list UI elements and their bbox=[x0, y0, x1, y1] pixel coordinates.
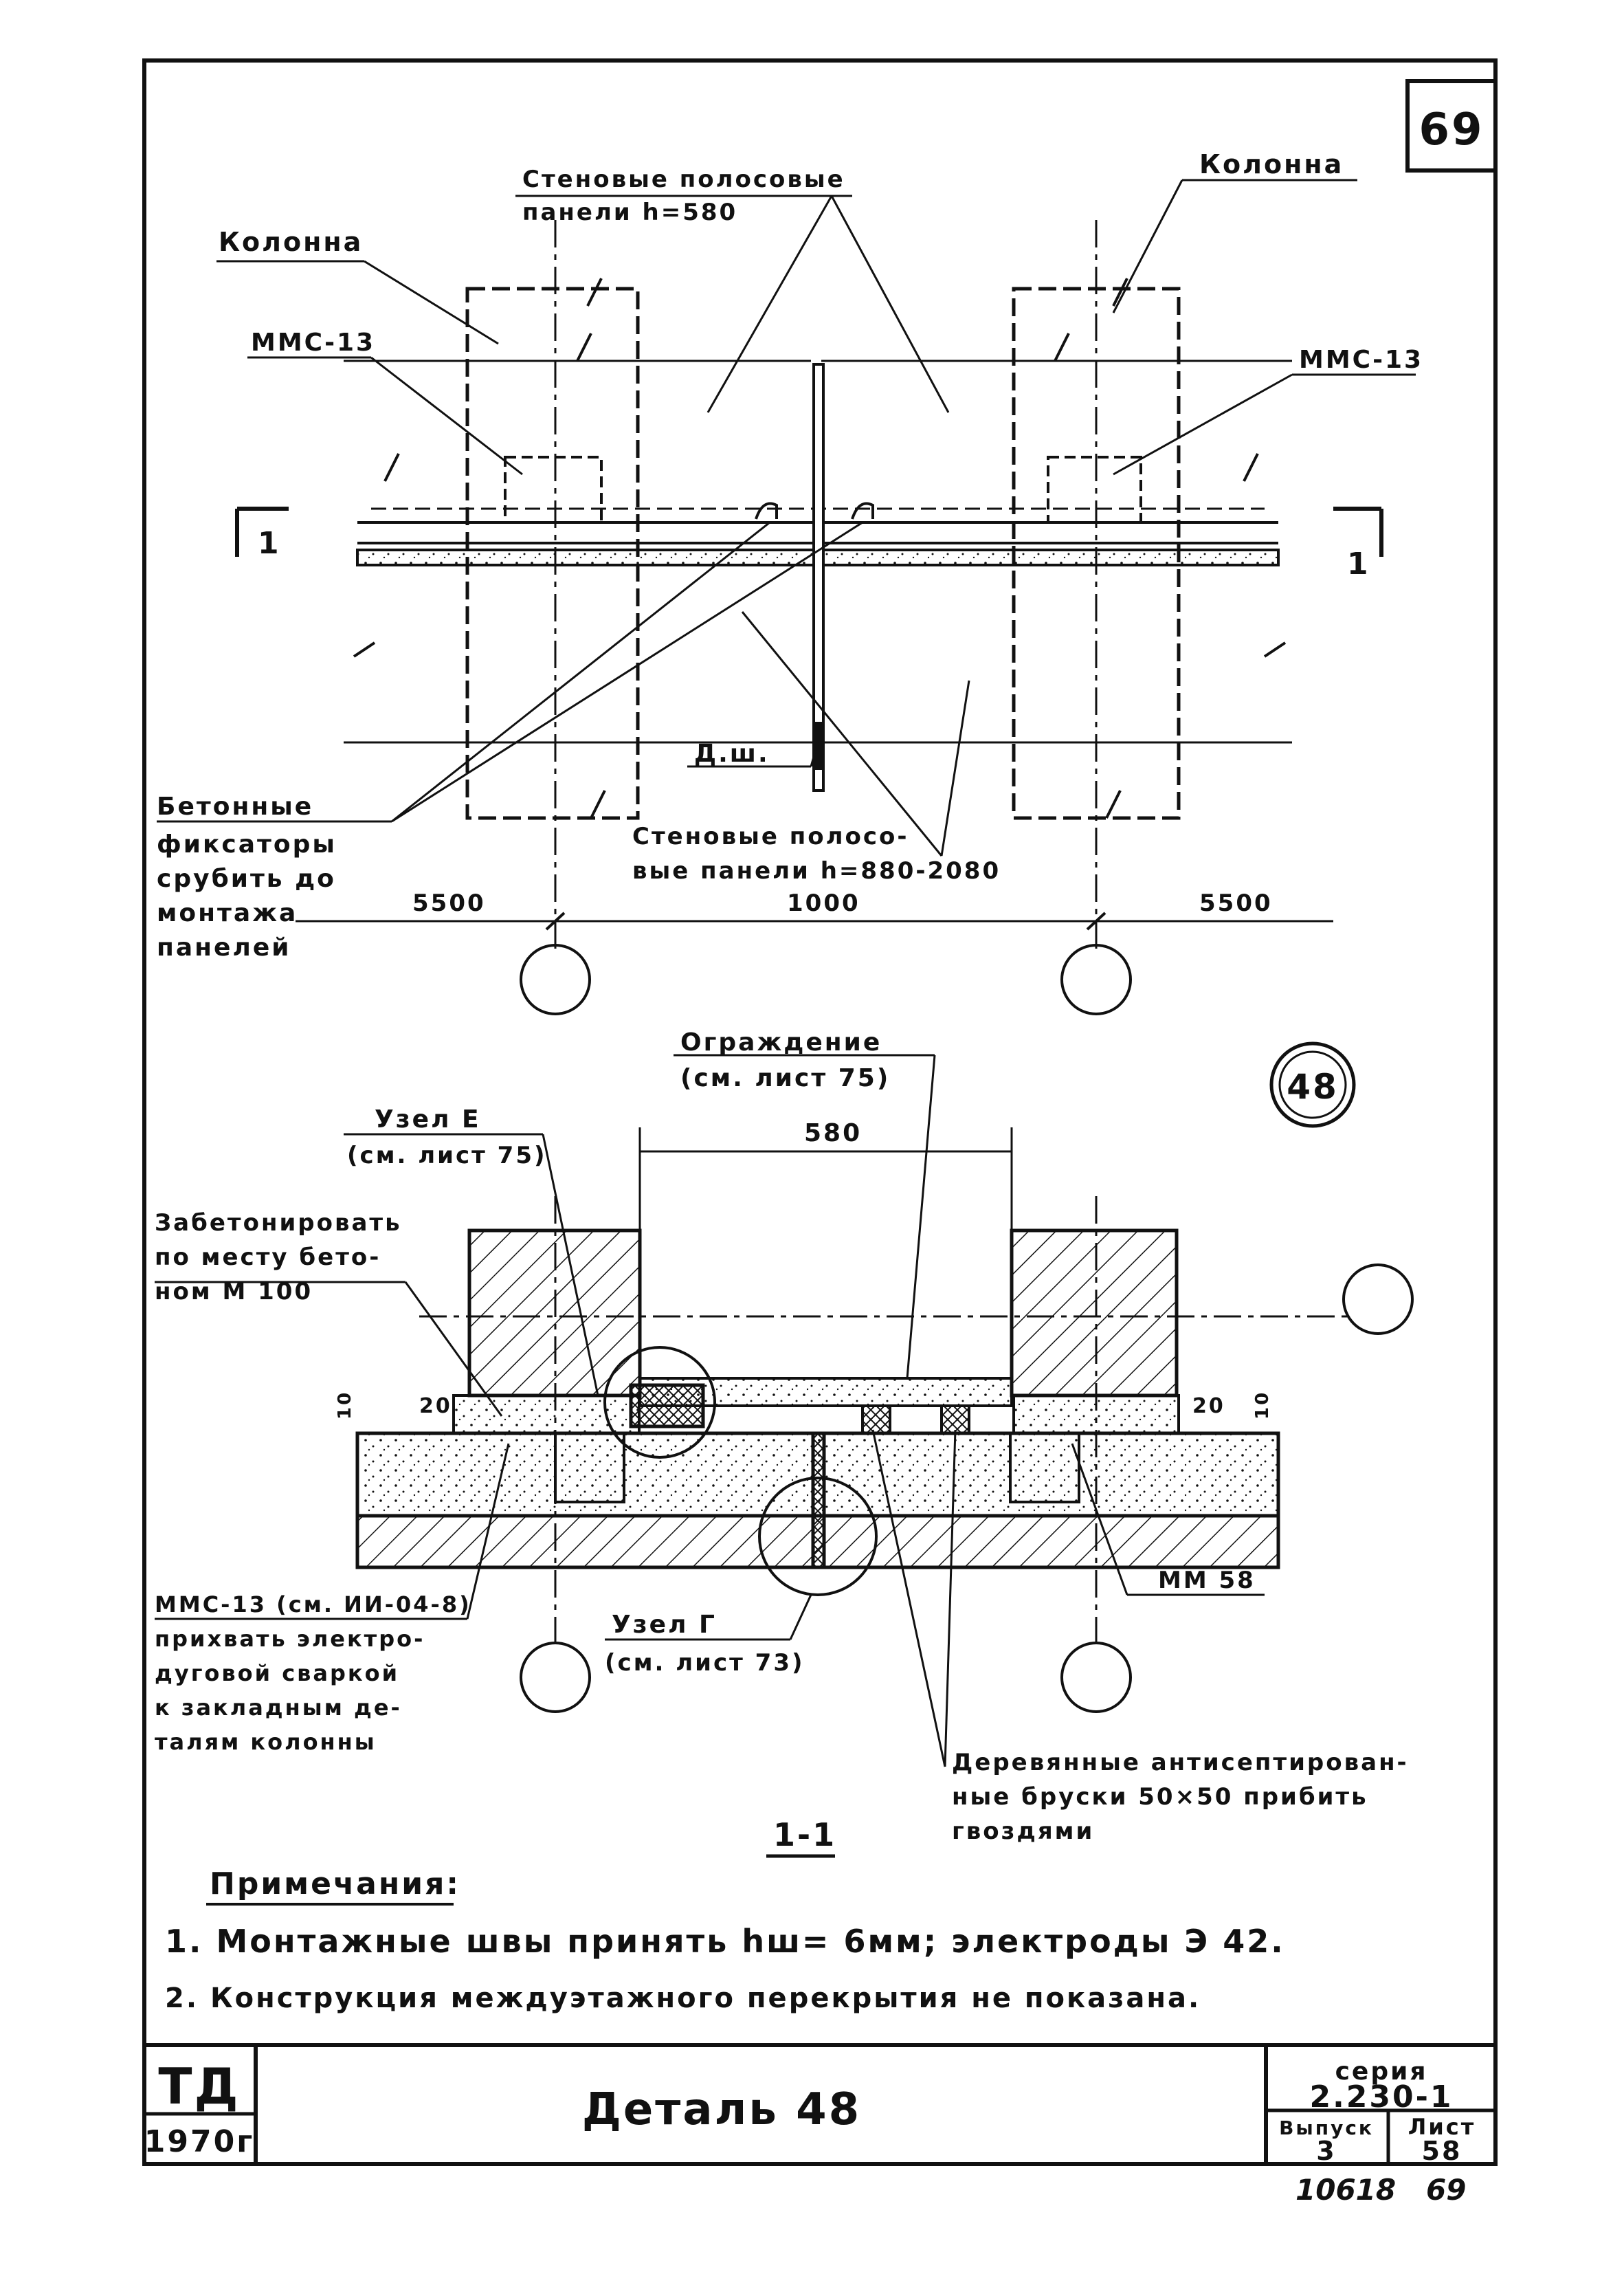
svg-text:фиксаторы: фиксаторы bbox=[157, 830, 337, 859]
dim-right: 5500 bbox=[1199, 890, 1273, 917]
label-panels-bottom-2: вые панели h=880-2080 bbox=[632, 857, 1001, 885]
svg-text:прихвать электро-: прихвать электро- bbox=[155, 1626, 425, 1652]
dim-10-left: 10 bbox=[335, 1391, 355, 1420]
dim-10-right: 10 bbox=[1252, 1391, 1273, 1420]
label-node-e-1: Узел Е bbox=[375, 1105, 481, 1134]
svg-text:срубить до: срубить до bbox=[157, 865, 336, 893]
node-g-circle bbox=[758, 1477, 878, 1596]
label-mmc-left: ММС-13 bbox=[251, 329, 375, 357]
svg-text:панелей: панелей bbox=[157, 934, 291, 962]
label-concrete-2: по месту бето- bbox=[155, 1244, 381, 1271]
section-view: 580 10 20 20 10 Ограждение (см. лист 75)… bbox=[155, 1028, 1414, 1858]
svg-text:Бетонные: Бетонные bbox=[157, 793, 313, 821]
title-block: ТД 1970г Деталь 48 серия 2.230-1 Выпуск … bbox=[144, 2043, 1495, 2166]
wood-block-1 bbox=[861, 1404, 891, 1435]
axis-bubble-bottom-left bbox=[520, 1642, 591, 1713]
section-mark-right: 1 bbox=[1347, 547, 1370, 582]
column-right bbox=[1010, 1228, 1179, 1398]
svg-text:дуговой сваркой: дуговой сваркой bbox=[155, 1660, 399, 1686]
svg-text:ММС-13 (см. ИИ-04-8): ММС-13 (см. ИИ-04-8) bbox=[155, 1591, 471, 1618]
svg-text:монтажа: монтажа bbox=[157, 899, 298, 927]
dim-left: 5500 bbox=[412, 890, 486, 917]
notes-item-2: 2. Конструкция междуэтажного перекрытия … bbox=[165, 1983, 1201, 2014]
label-node-g-1: Узел Г bbox=[612, 1611, 717, 1639]
notes-item-1: 1. Монтажные швы принять hш= 6мм; электр… bbox=[165, 1923, 1285, 1960]
label-panels-top-2: панели h=580 bbox=[522, 199, 737, 226]
section-title: 1-1 bbox=[773, 1816, 836, 1853]
detail-badge: 48 bbox=[1269, 1041, 1356, 1128]
label-mmc-note: ММС-13 (см. ИИ-04-8) прихвать электро- д… bbox=[155, 1591, 471, 1755]
axis-bubble-bottom-right bbox=[1060, 1642, 1132, 1713]
node-e-circle bbox=[603, 1346, 716, 1459]
svg-text:гвоздями: гвоздями bbox=[952, 1818, 1094, 1845]
label-mmc-right: ММС-13 bbox=[1299, 346, 1423, 374]
dim-20-left: 20 bbox=[419, 1394, 452, 1418]
section-mark-left: 1 bbox=[258, 526, 281, 561]
notes-title: Примечания: bbox=[210, 1866, 460, 1901]
svg-text:к закладным де-: к закладным де- bbox=[155, 1695, 402, 1721]
inventory-number: 10618 bbox=[1295, 2173, 1396, 2207]
drawing-title: Деталь 48 bbox=[582, 2084, 861, 2135]
dim-20-right: 20 bbox=[1192, 1394, 1225, 1418]
label-fixators: Бетонные фиксаторы срубить до монтажа па… bbox=[157, 793, 337, 962]
svg-text:ные бруски 50×50 прибить: ные бруски 50×50 прибить bbox=[952, 1783, 1368, 1811]
notes: Примечания: 1. Монтажные швы принять hш=… bbox=[165, 1866, 1285, 2014]
plan-view: 1 1 Стеновые полосовые панели h=580 Коло… bbox=[157, 149, 1423, 1128]
sheet-label: Лист bbox=[1408, 2114, 1476, 2140]
label-concrete-3: ном М 100 bbox=[155, 1278, 313, 1305]
series-label: серия bbox=[1335, 2057, 1428, 2086]
label-fence-1: Ограждение bbox=[680, 1028, 882, 1057]
axis-bubble-right bbox=[1060, 944, 1132, 1015]
sheet-number-top: 69 bbox=[1419, 104, 1484, 155]
sheet-number-box: 69 bbox=[1405, 79, 1498, 173]
label-concrete-1: Забетонировать bbox=[155, 1209, 402, 1237]
label-column-right: Колонна bbox=[1199, 149, 1344, 179]
svg-text:48: 48 bbox=[1287, 1067, 1339, 1107]
series-value: 2.230-1 bbox=[1309, 2079, 1453, 2115]
label-column-left: Колонна bbox=[219, 227, 363, 257]
svg-text:Деревянные антисептирован-: Деревянные антисептирован- bbox=[952, 1749, 1409, 1776]
label-panels-bottom-1: Стеновые полосо- bbox=[632, 823, 909, 850]
wood-block-2 bbox=[940, 1404, 970, 1435]
sheet-value: 58 bbox=[1422, 2136, 1462, 2166]
issue-value: 3 bbox=[1316, 2136, 1336, 2166]
org-mark: ТД bbox=[158, 2057, 240, 2115]
label-panels-top-1: Стеновые полосовые bbox=[522, 166, 845, 193]
label-node-g-2: (см. лист 73) bbox=[605, 1649, 805, 1677]
label-node-e-2: (см. лист 75) bbox=[347, 1142, 547, 1169]
dim-580: 580 bbox=[804, 1119, 862, 1147]
label-fence-2: (см. лист 75) bbox=[680, 1064, 890, 1092]
issue-label: Выпуск bbox=[1279, 2117, 1374, 2139]
axis-bubble-left bbox=[520, 944, 591, 1015]
sheet-frame bbox=[142, 58, 1498, 2166]
label-wood-note: Деревянные антисептирован- ные бруски 50… bbox=[952, 1749, 1409, 1845]
year: 1970г bbox=[144, 2124, 254, 2159]
label-mm58: ММ 58 bbox=[1158, 1567, 1256, 1594]
label-dsh: Д.ш. bbox=[694, 740, 770, 768]
axis-bubble-mid bbox=[1342, 1263, 1414, 1335]
svg-text:талям колонны: талям колонны bbox=[155, 1729, 377, 1755]
footer-page: 69 bbox=[1426, 2173, 1466, 2207]
dim-center: 1000 bbox=[787, 890, 860, 917]
